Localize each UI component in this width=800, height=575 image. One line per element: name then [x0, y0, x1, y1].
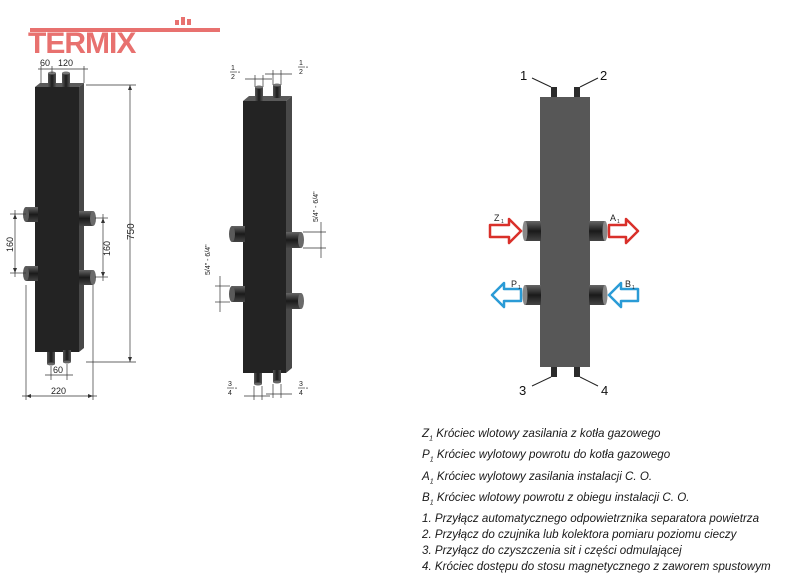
port-label-1: 1 [520, 68, 527, 83]
dim-top-right: 120 [58, 58, 73, 68]
legend-row: Z1 Króciec wlotowy zasilania z kotła gaz… [422, 427, 661, 443]
connection-legend: Z1 Króciec wlotowy zasilania z kotła gaz… [422, 426, 798, 575]
port-label-4: 4 [601, 383, 608, 398]
inch-mark-top-left: " [238, 72, 240, 78]
dim-top-left: 60 [40, 58, 50, 68]
frac-bottom-right-num: 3 [299, 381, 303, 388]
frac-top-left-num: 1 [231, 65, 235, 72]
a1-letter: A [610, 213, 616, 223]
inch-mark-top-right: " [306, 67, 308, 73]
dim-bottom-total: 220 [51, 386, 66, 396]
legend-row: 4. Króciec dostępu do stosu magnetyczneg… [422, 560, 771, 574]
b1-letter: B [625, 279, 631, 289]
frac-top-left-den: 2 [231, 74, 235, 81]
inch-mark-bottom-right: " [306, 388, 308, 394]
frac-top-right-num: 1 [299, 60, 303, 67]
legend-row: 3. Przyłącz do czyszczenia sit i części … [422, 544, 682, 558]
side-size-right: 5/4" - 6/4" [313, 191, 320, 222]
z1-letter: Z [494, 213, 500, 223]
drawing-connections: 1 2 " 1 2 " 3 4 " 3 4 " 5/4" - 6/4" 5/4"… [205, 60, 326, 400]
legend-row: 2. Przyłącz do czujnika lub kolektora po… [422, 528, 737, 542]
frac-bottom-right-den: 4 [299, 390, 303, 397]
logo-flame-icon [175, 17, 191, 25]
frac-bottom-left-den: 4 [228, 390, 232, 397]
inch-mark-bottom-left: " [235, 388, 237, 394]
dim-spacing-left: 160 [5, 237, 15, 252]
port-label-2: 2 [600, 68, 607, 83]
frac-bottom-left-num: 3 [228, 381, 232, 388]
drawing-dimensions: 60 120 750 160 160 60 220 [5, 58, 137, 400]
p1-letter: P [511, 279, 517, 289]
p1-outflow-arrow-icon [490, 281, 523, 309]
termix-logo: TERMIX [28, 17, 220, 60]
dim-height: 750 [126, 223, 137, 240]
logo-text: TERMIX [28, 27, 136, 60]
side-size-left: 5/4" - 6/4" [205, 244, 212, 275]
drawing-schematic: 1 2 3 4 Z 1 A 1 P 1 B 1 [488, 68, 640, 398]
a1-sub: 1 [617, 219, 620, 225]
b1-sub: 1 [632, 285, 635, 291]
port-label-3: 3 [519, 383, 526, 398]
dim-bottom-inner: 60 [53, 365, 63, 375]
dim-spacing-right: 160 [102, 241, 112, 256]
legend-row: P1 Króciec wylotowy powrotu do kotła gaz… [422, 448, 671, 464]
b1-inflow-arrow-icon [607, 281, 640, 309]
separator-drawings: TERMIX [5, 17, 640, 400]
frac-top-right-den: 2 [299, 69, 303, 76]
legend-row: A1 Króciec wylotowy zasilania instalacji… [422, 469, 653, 485]
z1-sub: 1 [501, 219, 504, 225]
z1-inflow-arrow-icon [488, 217, 523, 245]
p1-sub: 1 [518, 285, 521, 291]
legend-row: 1. Przyłącz automatycznego odpowietrznik… [422, 512, 760, 526]
a1-outflow-arrow-icon [607, 217, 640, 245]
legend-row: B1 Króciec wlotowy powrotu z obiegu inst… [422, 490, 690, 507]
